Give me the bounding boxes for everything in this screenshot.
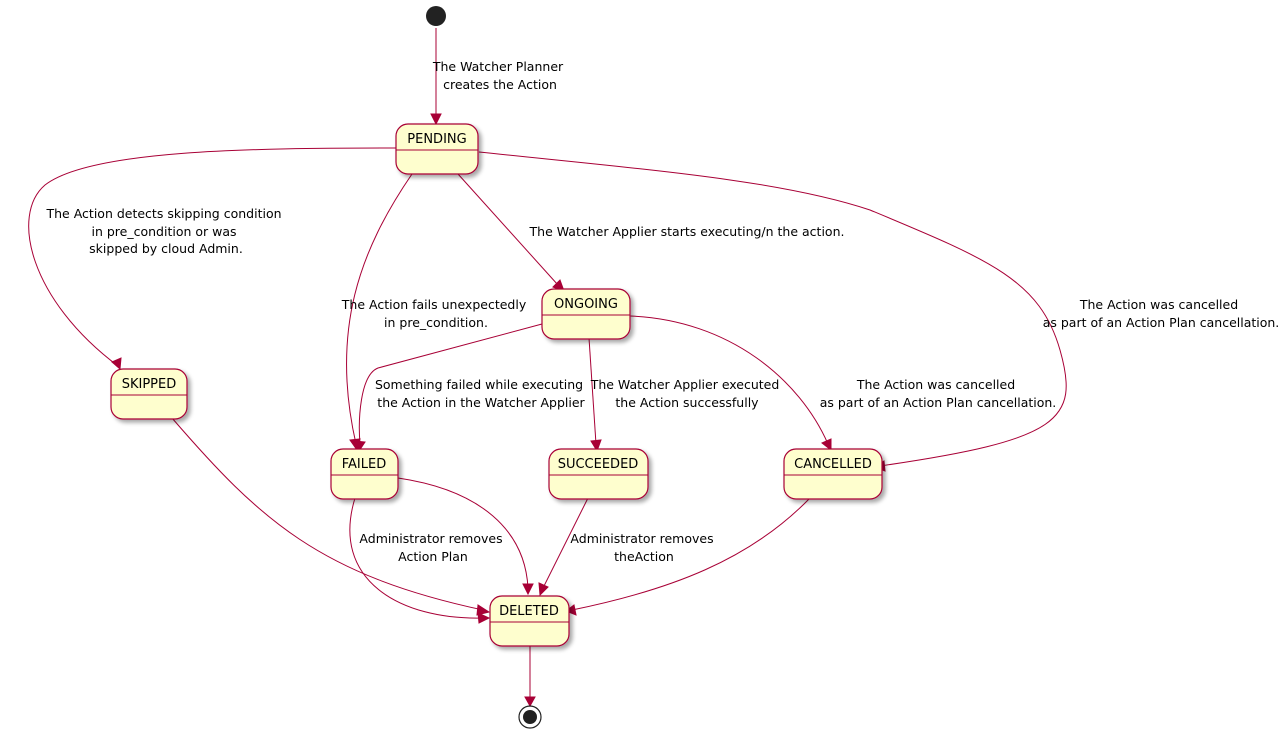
- arrowhead-deleted-from-succeeded: [538, 582, 549, 597]
- arrowhead-deleted-from-failed-a: [522, 583, 534, 596]
- label-failed-deleted: Administrator removes Action Plan: [359, 531, 506, 564]
- state-failed-label: FAILED: [342, 457, 386, 472]
- state-deleted[interactable]: DELETED: [489, 595, 570, 647]
- state-skipped[interactable]: SKIPPED: [110, 368, 188, 420]
- state-pending[interactable]: PENDING: [395, 123, 479, 175]
- edge-failed-deleted-a: [397, 477, 529, 589]
- state-pending-label: PENDING: [407, 132, 466, 147]
- edge-ongoing-cancelled: [629, 315, 829, 445]
- arrowhead-succeeded: [590, 439, 602, 453]
- edge-pending-ongoing: [457, 173, 559, 286]
- edge-ongoing-succeeded: [588, 337, 597, 445]
- state-cancelled-label: CANCELLED: [794, 457, 872, 472]
- label-ongoing-failed: Something failed while executing the Act…: [375, 377, 587, 410]
- edge-succeeded-deleted: [542, 497, 589, 589]
- label-pending-cancelled: The Action was cancelled as part of an A…: [1043, 297, 1280, 330]
- end-node: [518, 705, 542, 729]
- arrowhead-deleted-from-cancelled: [564, 604, 577, 616]
- state-skipped-label: SKIPPED: [122, 377, 177, 392]
- label-ongoing-succeeded: The Watcher Applier executed the Action …: [590, 377, 784, 410]
- state-succeeded[interactable]: SUCCEEDED: [548, 448, 649, 500]
- arrowhead-pending: [430, 113, 442, 126]
- state-failed[interactable]: FAILED: [330, 448, 399, 500]
- arrowhead-deleted-from-failed-b: [477, 612, 491, 624]
- label-ongoing-cancelled: The Action was cancelled as part of an A…: [820, 377, 1057, 410]
- edge-skipped-deleted: [171, 417, 484, 611]
- edge-pending-failed: [346, 173, 413, 445]
- start-node: [426, 6, 446, 26]
- edge-failed-deleted-b: [349, 497, 484, 619]
- arrowhead-skipped: [111, 357, 122, 371]
- label-start-pending: The Watcher Planner creates the Action: [432, 59, 567, 92]
- label-pending-ongoing: The Watcher Applier starts executing/n t…: [529, 224, 845, 239]
- edge-cancelled-deleted: [571, 497, 811, 611]
- state-ongoing-label: ONGOING: [554, 297, 618, 312]
- label-pending-failed: The Action fails unexpectedly in pre_con…: [341, 297, 530, 330]
- edge-ongoing-failed: [358, 323, 543, 445]
- arrowhead-cancelled-from-ongoing: [821, 438, 832, 452]
- edge-pending-cancelled: [478, 151, 1067, 467]
- arrowhead-deleted-from-skipped: [476, 604, 491, 616]
- arrowhead-failed-from-ongoing: [354, 440, 366, 453]
- arrowhead-end: [524, 696, 536, 708]
- label-pending-skipped: The Action detects skipping condition in…: [46, 206, 286, 256]
- state-deleted-label: DELETED: [499, 604, 559, 619]
- state-cancelled[interactable]: CANCELLED: [783, 448, 883, 500]
- state-succeeded-label: SUCCEEDED: [558, 457, 639, 472]
- edge-pending-skipped: [28, 147, 397, 367]
- state-ongoing[interactable]: ONGOING: [541, 288, 631, 340]
- label-succeeded-deleted: Administrator removes theAction: [570, 531, 717, 564]
